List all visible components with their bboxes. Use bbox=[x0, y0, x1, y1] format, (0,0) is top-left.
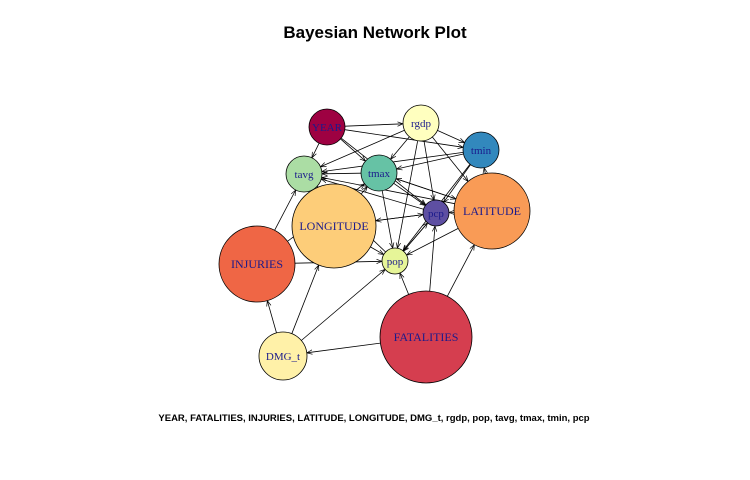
node-label-tmin: tmin bbox=[471, 145, 492, 157]
node-rgdp: rgdp bbox=[402, 104, 440, 142]
edge-rgdp-to-pcp bbox=[423, 140, 434, 200]
node-circle-pop bbox=[381, 247, 409, 275]
edge-FATALITIES-to-pop bbox=[399, 273, 409, 295]
edge-YEAR-to-rgdp bbox=[344, 124, 403, 127]
node-circle-rgdp bbox=[402, 104, 440, 142]
edge-LATITUDE-to-tmax bbox=[396, 179, 457, 200]
edge-pop-to-pcp bbox=[403, 223, 427, 252]
edge-LONGITUDE-to-pcp bbox=[375, 215, 423, 222]
node-label-YEAR: YEAR bbox=[312, 122, 343, 134]
node-LATITUDE: LATITUDE bbox=[453, 172, 531, 250]
edge-rgdp-to-tavg bbox=[321, 129, 405, 168]
edge-tmax-to-tavg bbox=[322, 173, 362, 174]
edge-FATALITIES-to-DMG_t bbox=[307, 342, 381, 353]
edges-layer bbox=[267, 124, 485, 353]
node-circle-LONGITUDE bbox=[291, 183, 377, 269]
edge-LATITUDE-to-tmin bbox=[484, 168, 485, 174]
edge-LATITUDE-to-pop bbox=[407, 228, 459, 255]
node-circle-FATALITIES bbox=[379, 290, 473, 384]
node-label-LONGITUDE: LONGITUDE bbox=[299, 219, 368, 233]
edge-rgdp-to-tmin bbox=[437, 130, 464, 142]
edge-LONGITUDE-to-pop bbox=[370, 246, 383, 255]
edge-DMG_t-to-INJURIES bbox=[267, 301, 277, 334]
node-label-pop: pop bbox=[387, 256, 404, 268]
node-tmin: tmin bbox=[462, 131, 500, 169]
node-circle-INJURIES bbox=[218, 225, 296, 303]
node-pcp: pcp bbox=[422, 199, 450, 227]
node-label-INJURIES: INJURIES bbox=[231, 257, 283, 271]
node-label-DMG_t: DMG_t bbox=[266, 351, 300, 363]
node-circle-tavg bbox=[285, 155, 323, 193]
node-label-tmax: tmax bbox=[368, 168, 390, 180]
node-circle-tmax bbox=[360, 154, 398, 192]
edge-YEAR-to-tmax bbox=[340, 138, 366, 161]
node-label-rgdp: rgdp bbox=[411, 118, 431, 130]
plot-title: Bayesian Network Plot bbox=[283, 23, 467, 42]
plot-caption: YEAR, FATALITIES, INJURIES, LATITUDE, LO… bbox=[158, 413, 589, 424]
node-LONGITUDE: LONGITUDE bbox=[291, 183, 377, 269]
edge-rgdp-to-LATITUDE bbox=[431, 136, 468, 181]
node-pop: pop bbox=[381, 247, 409, 275]
node-tmax: tmax bbox=[360, 154, 398, 192]
node-circle-pcp bbox=[422, 199, 450, 227]
edge-FATALITIES-to-LATITUDE bbox=[446, 245, 474, 297]
node-INJURIES: INJURIES bbox=[218, 225, 296, 303]
node-circle-LATITUDE bbox=[453, 172, 531, 250]
edge-YEAR-to-tavg bbox=[312, 143, 320, 158]
edge-rgdp-to-tmax bbox=[391, 136, 410, 159]
edge-YEAR-to-tmin bbox=[344, 129, 463, 148]
edge-LONGITUDE-to-tmax bbox=[360, 187, 367, 195]
node-label-LATITUDE: LATITUDE bbox=[463, 204, 521, 218]
node-circle-YEAR bbox=[308, 108, 346, 146]
edge-DMG_t-to-LONGITUDE bbox=[291, 265, 319, 334]
edge-FATALITIES-to-pcp bbox=[429, 226, 435, 292]
edge-LATITUDE-to-tavg bbox=[322, 178, 455, 205]
node-tavg: tavg bbox=[285, 155, 323, 193]
node-FATALITIES: FATALITIES bbox=[379, 290, 473, 384]
node-label-tavg: tavg bbox=[295, 169, 314, 181]
node-circle-DMG_t bbox=[258, 331, 308, 381]
node-label-FATALITIES: FATALITIES bbox=[394, 330, 459, 344]
nodes-layer: YEAR rgdp tmin tavg tmax pcp LATITUDE LONGITUDE… bbox=[218, 104, 531, 384]
edge-tmin-to-tmax bbox=[397, 153, 464, 169]
node-circle-tmin bbox=[462, 131, 500, 169]
node-DMG_t: DMG_t bbox=[258, 331, 308, 381]
node-YEAR: YEAR bbox=[308, 108, 346, 146]
node-label-pcp: pcp bbox=[428, 208, 444, 220]
edge-DMG_t-to-pop bbox=[301, 269, 385, 341]
edge-INJURIES-to-tavg bbox=[274, 190, 296, 231]
